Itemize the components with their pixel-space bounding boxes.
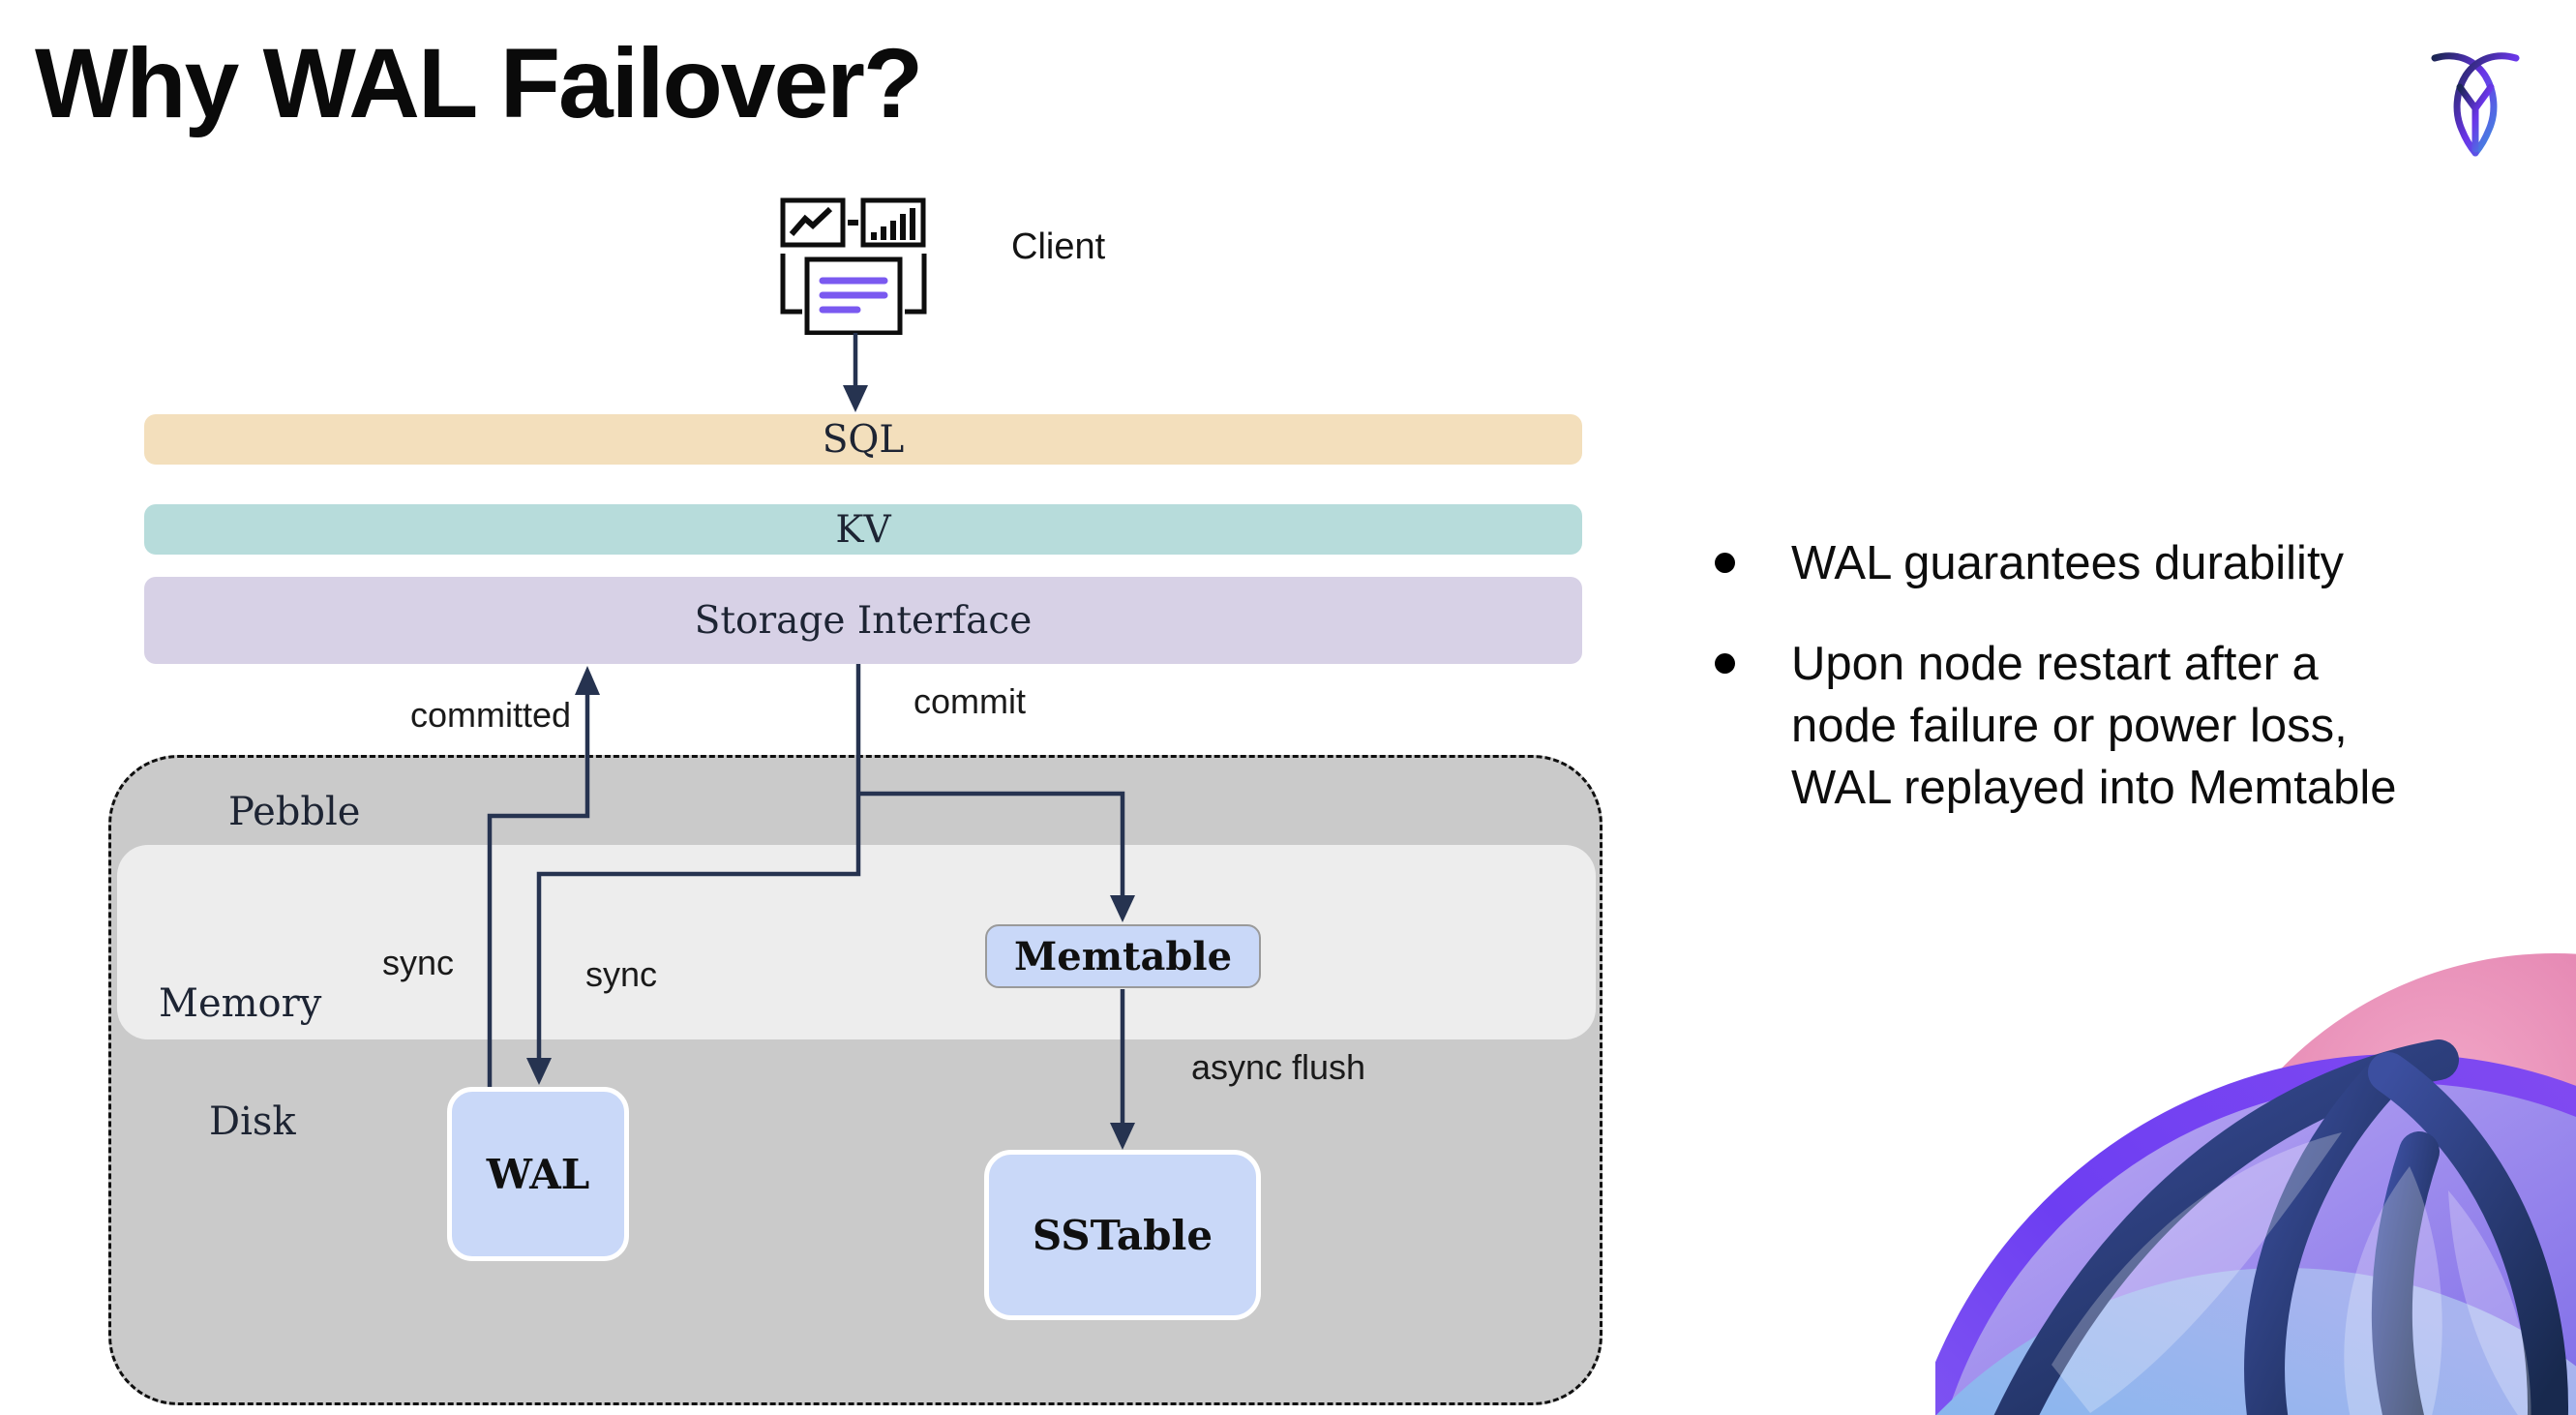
bullet-list: WAL guarantees durability Upon node rest… bbox=[1715, 532, 2479, 819]
art-leaf-outline bbox=[1993, 1039, 2568, 1415]
page-title: Why WAL Failover? bbox=[35, 28, 923, 138]
memtable-node: Memtable bbox=[985, 924, 1261, 988]
disk-label: Disk bbox=[209, 1099, 296, 1144]
sync-left-edge-label: sync bbox=[381, 943, 455, 982]
sstable-node: SSTable bbox=[984, 1150, 1261, 1320]
art-leaf-highlights bbox=[2052, 1132, 2531, 1415]
bullet-text: WAL guarantees durability bbox=[1791, 537, 2345, 589]
commit-edge-label: commit bbox=[914, 681, 1026, 721]
wal-node: WAL bbox=[447, 1087, 629, 1261]
client-label: Client bbox=[1011, 226, 1106, 267]
brand-artwork-icon bbox=[1935, 953, 2576, 1415]
sstable-node-label: SSTable bbox=[1032, 1211, 1213, 1259]
bullet-dot bbox=[1715, 653, 1735, 674]
kv-layer-label: KV bbox=[835, 507, 891, 552]
memtable-node-label: Memtable bbox=[1013, 933, 1233, 979]
async-flush-edge-label: async flush bbox=[1190, 1047, 1366, 1087]
sync-right-edge-label: sync bbox=[584, 954, 658, 994]
storage-interface-layer-bar: Storage Interface bbox=[144, 577, 1582, 664]
storage-interface-label: Storage Interface bbox=[694, 598, 1033, 643]
committed-edge-label: committed bbox=[409, 695, 572, 735]
list-item: WAL guarantees durability bbox=[1715, 532, 2479, 594]
cockroachdb-logo-icon bbox=[2431, 52, 2520, 157]
kv-layer-bar: KV bbox=[144, 504, 1582, 555]
wal-node-label: WAL bbox=[486, 1150, 590, 1198]
sql-layer-bar: SQL bbox=[144, 414, 1582, 465]
pebble-label: Pebble bbox=[228, 790, 361, 834]
client-icon bbox=[780, 197, 927, 335]
committed-arrowhead bbox=[575, 666, 600, 695]
sql-layer-label: SQL bbox=[822, 417, 905, 462]
memory-label: Memory bbox=[159, 981, 322, 1026]
list-item: Upon node restart after a node failure o… bbox=[1715, 633, 2479, 819]
memory-band bbox=[117, 845, 1596, 1039]
bullet-text: Upon node restart after a node failure o… bbox=[1791, 638, 2397, 814]
dash-connector bbox=[848, 220, 858, 226]
client-to-sql-arrowhead bbox=[843, 385, 868, 412]
bullet-dot bbox=[1715, 553, 1735, 573]
